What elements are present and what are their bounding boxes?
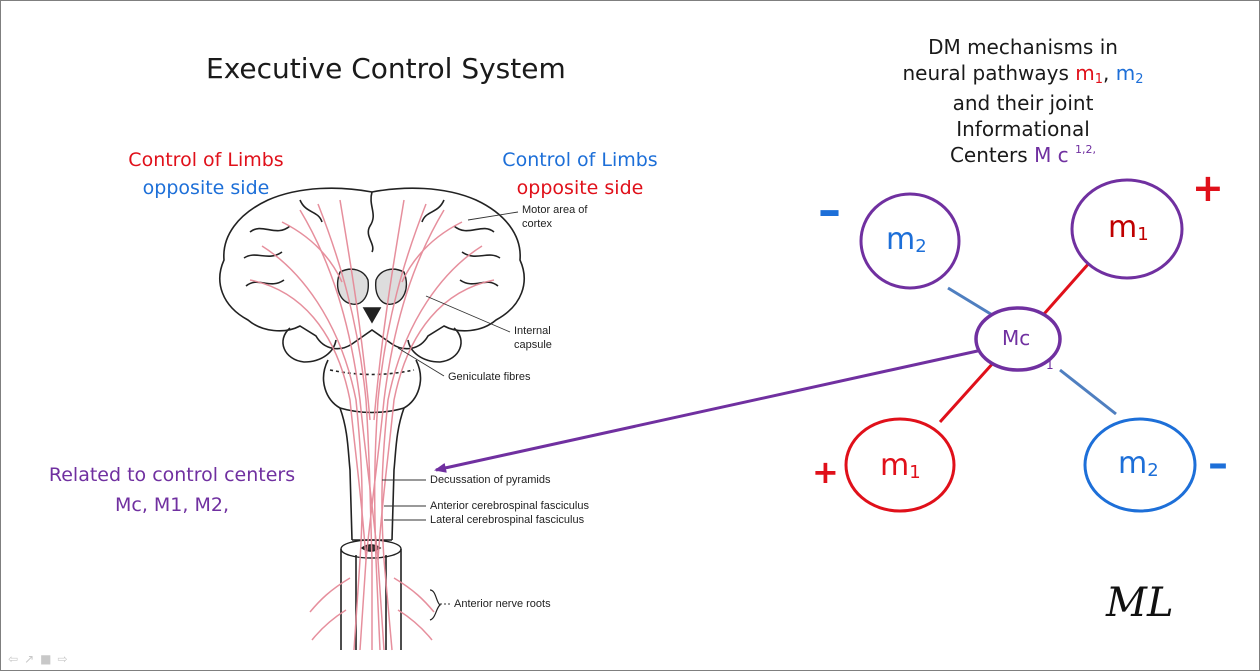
dm-line-2: neural pathways m1, m2 [858,60,1188,90]
dm-line-4: Informational [858,116,1188,142]
node-m1-bottom-base: m [880,448,909,483]
dm-m2: m2 [1116,61,1144,85]
node-m2-top-sign: – [818,190,841,230]
dm-m1-base: m [1075,61,1094,85]
motor-area-label-1: Motor area of [522,204,587,216]
node-m1-bottom-sub: 1 [909,462,920,483]
midline-fissure [368,192,373,252]
slide-nav-controls: ⇦↗■⇨ [8,652,74,666]
node-m1-bottom-label: m1 [880,448,921,483]
dm-mc: M c [1034,143,1075,167]
dm-line-3: and their joint [858,90,1188,116]
dm-mechanisms-text: DM mechanisms in neural pathways m1, m2 … [858,34,1188,172]
prev-slide-icon[interactable]: ⇦ [8,652,24,666]
lateral-cs-fasciculus-label: Lateral cerebrospinal fasciculus [430,514,584,526]
node-m1-top-base: m [1108,210,1137,245]
geniculate-fibres-label: Geniculate fibres [448,371,531,383]
right-label-line-1: Control of Limbs [460,146,700,174]
node-m2-top-sub: 2 [915,236,926,257]
dm-line-5: Centers M c 1,2, [858,142,1188,172]
related-line-2: Mc, M1, M2, [0,490,344,520]
dm-m1-sub: 1 [1095,72,1103,87]
node-m2-bottom-base: m [1118,446,1147,481]
left-label-line-1: Control of Limbs [96,146,316,174]
signature-ml: ML [1106,580,1174,626]
dm-line-2-prefix: neural pathways [903,61,1076,85]
right-label-line-2: opposite side [460,174,700,202]
node-m2-bottom-sign: – [1208,444,1228,484]
anterior-cs-fasciculus-label: Anterior cerebrospinal fasciculus [430,500,589,512]
motor-area-label-2: cortex [522,218,552,230]
node-m1-top-sub: 1 [1137,224,1148,245]
connector-mc-m1-bottom [940,362,994,422]
node-m1-bottom-sign: + [812,454,839,490]
node-m2-bottom-label: m2 [1118,446,1159,481]
dm-m1: m1 [1075,61,1103,85]
left-label-line-2: opposite side [96,174,316,202]
node-mc-label: Mc [1002,326,1030,350]
node-m2-top-base: m [886,222,915,257]
dm-line-5-prefix: Centers [950,143,1034,167]
node-m2-bottom-sub: 2 [1147,460,1158,481]
related-control-centers-label: Related to control centers Mc, M1, M2, [0,460,344,520]
menu-icon[interactable]: ■ [40,652,57,666]
dm-m2-sub: 2 [1135,72,1143,87]
slide-title: Executive Control System [206,52,566,85]
right-limb-control-label: Control of Limbs opposite side [460,146,700,202]
connector-mc-m2-top [948,288,994,316]
pen-icon[interactable]: ↗ [24,652,40,666]
decussation-label: Decussation of pyramids [430,474,550,486]
nerve-fibres [250,200,494,650]
left-limb-control-label: Control of Limbs opposite side [96,146,316,202]
internal-capsule-label-1: Internal [514,325,551,337]
cortex-outline [220,188,524,348]
dm-line-1: DM mechanisms in [858,34,1188,60]
node-m1-top-sign: + [1192,168,1224,208]
related-line-1: Related to control centers [0,460,344,490]
dm-m2-base: m [1116,61,1135,85]
next-slide-icon[interactable]: ⇨ [57,652,73,666]
internal-capsule-label-2: capsule [514,339,552,351]
connector-mc-m1-top [1044,262,1090,314]
dm-mc-sup: 1,2, [1075,143,1096,156]
node-mc-sub: 1 [1046,358,1054,372]
anterior-nerve-roots-label: Anterior nerve roots [454,598,551,610]
connector-mc-m2-bottom [1060,370,1116,414]
dm-comma: , [1103,61,1116,85]
node-m1-top-label: m1 [1108,210,1149,245]
node-m2-top-label: m2 [886,222,927,257]
